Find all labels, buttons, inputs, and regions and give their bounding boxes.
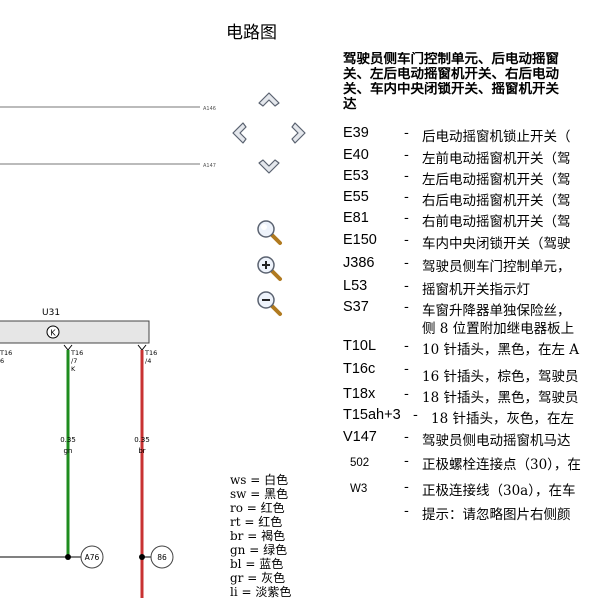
- pin-connector-3: T16: [144, 349, 157, 357]
- pan-up-button[interactable]: [256, 86, 282, 112]
- wire-label-a147: A147: [203, 163, 216, 169]
- diagram-heading: 驾驶员侧车门控制单元、后电动摇窗 关、左后电动摇窗机开关、右后电动 关、车内中央…: [343, 52, 600, 112]
- pan-down-button[interactable]: [256, 154, 282, 180]
- legend-item-ws: ws = 白色: [230, 473, 289, 487]
- unit-k-letter: K: [50, 329, 56, 338]
- control-unit-box: [0, 320, 150, 344]
- chevron-down-icon: [258, 159, 280, 174]
- chevron-right-icon: [291, 122, 306, 144]
- node-86: [150, 545, 174, 569]
- pan-right-button[interactable]: [286, 120, 312, 146]
- legend-item-bl: bl = 蓝色: [230, 557, 284, 571]
- pin-connector-2: T16: [70, 349, 83, 357]
- legend-item-li: li = 淡紫色: [230, 585, 292, 599]
- node-a76: [80, 545, 104, 569]
- wiring-diagram: A146 A147 U31 K T16 6 T16 /7 K T16 /4 0.…: [0, 106, 216, 598]
- heading-line-1: 驾驶员侧车门控制单元、后电动摇窗: [343, 52, 559, 67]
- heading-line-2: 关、左后电动摇窗机开关、右后电动: [343, 67, 559, 82]
- wire-red-size: 0.35: [134, 436, 150, 444]
- node-86-label: 86: [157, 553, 167, 562]
- pin-connector-1: T16: [0, 349, 12, 357]
- heading-line-4: 达: [343, 97, 357, 112]
- unit-k-symbol: [46, 325, 60, 339]
- pin-number-2: /7: [71, 357, 77, 365]
- zoom-out-button[interactable]: [255, 289, 283, 317]
- wire-green-color: gn: [64, 447, 73, 455]
- zoom-in-button[interactable]: [255, 254, 283, 282]
- wire-label-a146: A146: [203, 106, 216, 112]
- pin-number-1: 6: [0, 357, 4, 365]
- pin-color-2: K: [71, 365, 76, 373]
- pan-left-button[interactable]: [226, 120, 252, 146]
- legend-item-ro: ro = 红色: [230, 501, 285, 515]
- heading-line-3: 关、车内中央闭锁开关、摇窗机开关: [343, 82, 559, 97]
- legend-item-rt: rt = 红色: [230, 515, 283, 529]
- chevron-left-icon: [232, 122, 247, 144]
- zoom-in-icon: [257, 256, 282, 281]
- legend-item-sw: sw = 黑色: [230, 487, 289, 501]
- legend-item-gr: gr = 灰色: [230, 571, 286, 585]
- wire-green-size: 0.35: [60, 436, 76, 444]
- wire-red-color: br: [138, 447, 145, 455]
- zoom-out-icon: [257, 291, 282, 316]
- page-title: 电路图: [226, 23, 277, 43]
- legend-item-gn: gn = 绿色: [230, 543, 288, 557]
- parts-list: E39-后电动摇窗机锁止开关（ E40-左前电动摇窗机开关（驾 E53-左后电动…: [343, 125, 581, 523]
- pin-number-3: /4: [145, 357, 151, 365]
- node-a76-label: A76: [85, 553, 100, 562]
- chevron-up-icon: [258, 92, 280, 107]
- zoom-fit-icon: [257, 220, 282, 245]
- legend-item-br: br = 褐色: [230, 529, 286, 543]
- zoom-fit-button[interactable]: [255, 218, 283, 246]
- unit-label: U31: [42, 308, 60, 318]
